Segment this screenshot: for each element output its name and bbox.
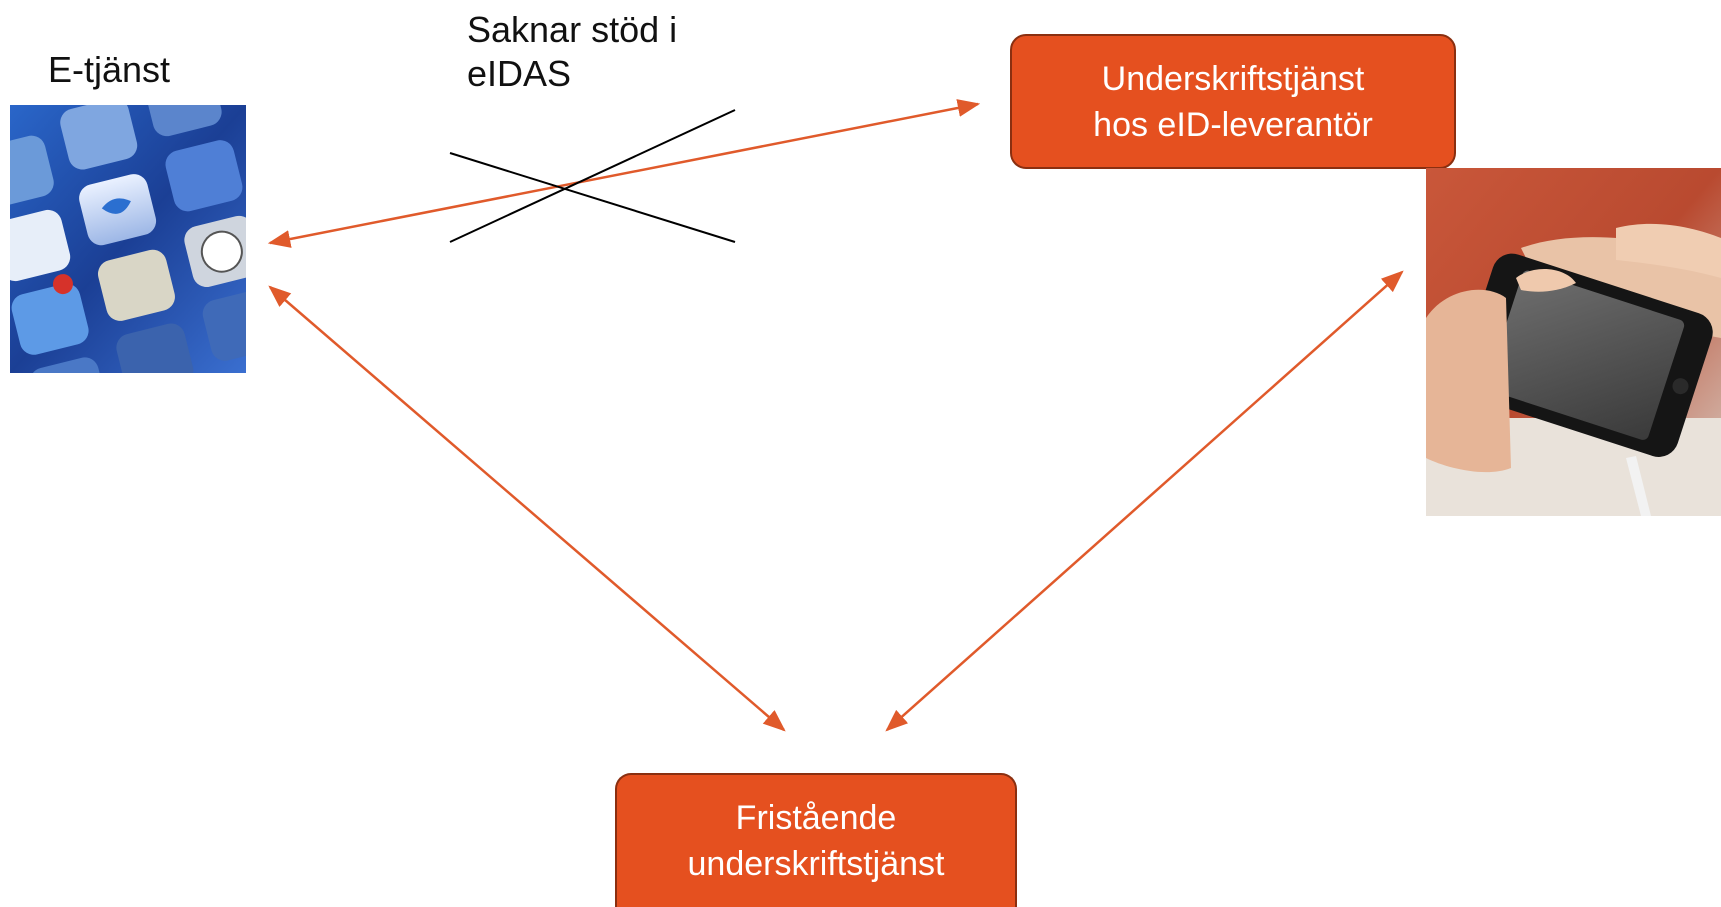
app-icons-photo	[10, 105, 246, 373]
blocked-link-label: Saknar stöd i eIDAS	[467, 8, 787, 96]
standalone-signing-service-box: Fristående underskriftstjänst	[615, 773, 1017, 907]
blocked-link-label-line2: eIDAS	[467, 53, 572, 94]
cross-line-2	[449, 109, 736, 243]
provider-signing-line2: hos eID-leverantör	[1093, 105, 1373, 144]
cross-line-1	[449, 152, 736, 243]
standalone-signing-line1: Fristående	[735, 799, 897, 837]
blocked-link-label-line1: Saknar stöd i	[467, 9, 678, 50]
arrow-phone-fristaende	[885, 270, 1404, 732]
arrow-etjanst-fristaende	[268, 285, 786, 732]
hand-holding-phone-photo	[1426, 168, 1721, 516]
provider-signing-line1: Underskriftstjänst	[1101, 59, 1365, 98]
blocked-arrow	[267, 99, 981, 248]
e-service-label: E-tjänst	[48, 49, 171, 90]
standalone-signing-line2: underskriftstjänst	[687, 845, 945, 883]
provider-signing-service-box: Underskriftstjänst hos eID-leverantör	[1010, 34, 1456, 169]
